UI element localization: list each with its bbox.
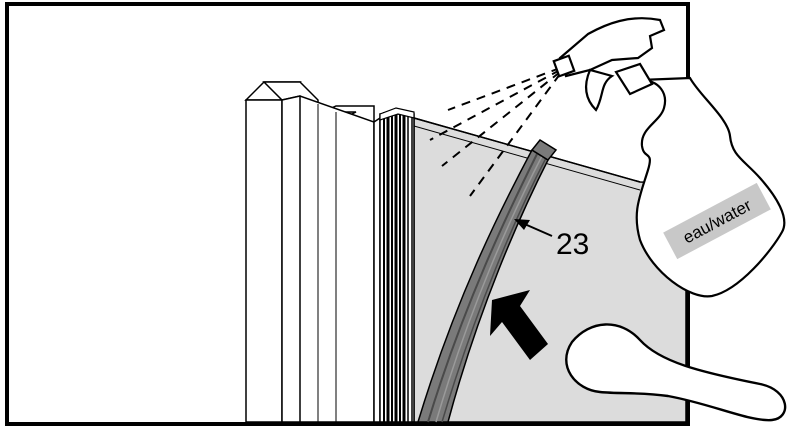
wall-profile: [244, 81, 381, 423]
vertical-seal-strips: [379, 107, 415, 423]
curved-seal-23: [416, 139, 558, 423]
part-callout-arrowhead: [514, 219, 530, 230]
glass-top-edge: [413, 117, 641, 183]
part-number-label: 23: [556, 228, 589, 261]
spray-bottle-icon: eau/water: [552, 17, 786, 298]
push-arrow-icon: [490, 290, 548, 360]
bottle-label-band: [663, 182, 771, 260]
water-spray-lines: [429, 67, 561, 197]
spatula-tool-icon: [565, 323, 787, 422]
